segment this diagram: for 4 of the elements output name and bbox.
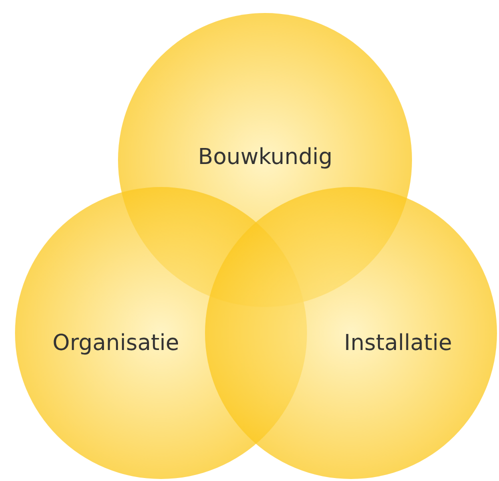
circle-label: Installatie	[344, 330, 452, 356]
circle-label: Bouwkundig	[198, 144, 332, 170]
venn-circle	[205, 187, 497, 479]
circle-label: Organisatie	[52, 330, 180, 356]
